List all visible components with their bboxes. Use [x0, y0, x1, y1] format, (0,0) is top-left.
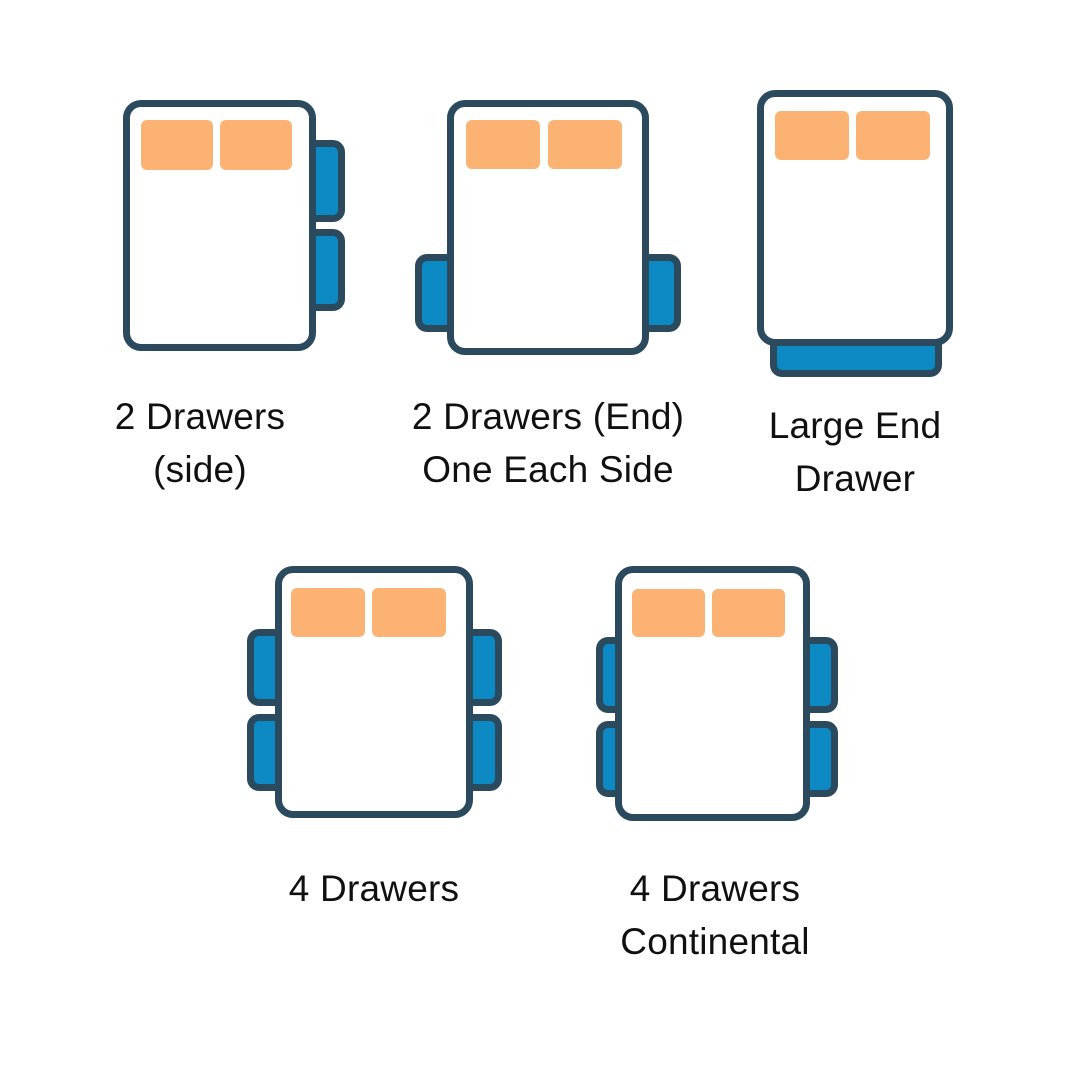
pillow-right — [856, 111, 930, 160]
pillow-right — [712, 589, 785, 637]
bed-option-label: 4 Drawers Continental — [620, 868, 810, 962]
bed-option-large-end-drawer[interactable]: Large End Drawer — [0, 0, 1080, 510]
bed-option-four-drawers[interactable]: 4 Drawers — [0, 0, 560, 1000]
pillow-left — [632, 589, 705, 637]
bed-option-label: 4 Drawers — [288, 868, 460, 909]
bed-option-four-drawers-continental[interactable]: 4 Drawers Continental — [0, 0, 1080, 1000]
pillow-left — [466, 120, 540, 169]
bed-option-two-drawers-end[interactable]: 2 Drawers (End) One Each Side — [0, 0, 760, 500]
pillow-right — [372, 588, 446, 637]
bed-option-label: 2 Drawers (side) — [114, 396, 286, 490]
pillow-right — [548, 120, 622, 169]
pillow-left — [775, 111, 849, 160]
pillow-left — [291, 588, 365, 637]
pillow-left — [141, 120, 213, 170]
bed-option-two-drawers-side[interactable]: 2 Drawers (side) — [0, 0, 400, 500]
bed-option-label: 2 Drawers (End) One Each Side — [411, 396, 685, 490]
bed-option-label: Large End Drawer — [768, 405, 942, 499]
pillow-right — [220, 120, 292, 170]
